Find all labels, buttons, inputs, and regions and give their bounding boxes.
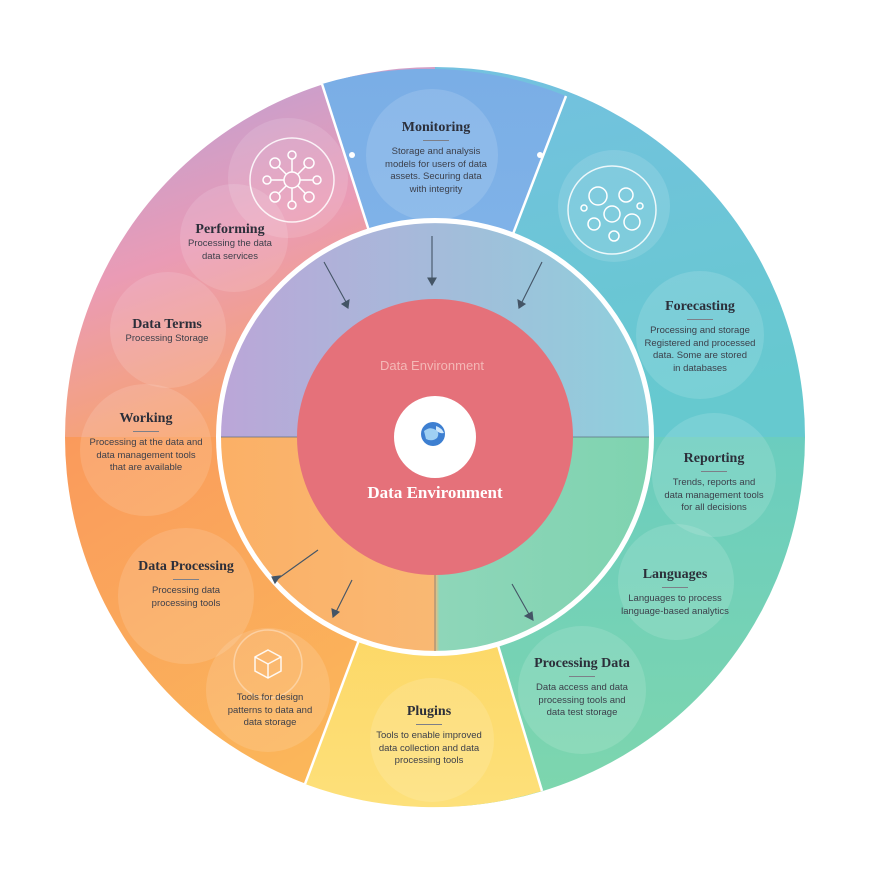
segment-desc-line: models for users of data xyxy=(385,158,487,170)
segment-desc-line: Processing Storage xyxy=(125,333,209,344)
segment-title: Monitoring xyxy=(401,120,471,135)
segment-desc-line: with integrity xyxy=(409,183,463,195)
segment-desc-line: Processing the data xyxy=(188,238,272,249)
connector-arrows xyxy=(271,236,543,621)
segment-desc-line: for all decisions xyxy=(681,502,747,513)
cells-icon xyxy=(567,165,657,255)
segment-lower-right-b-label: Processing Data Data access and data pro… xyxy=(512,655,652,720)
segment-bottom-label: Plugins Tools to enable improved data co… xyxy=(349,703,509,768)
segment-title: Data Terms xyxy=(132,317,202,332)
title-underline xyxy=(662,587,688,588)
segment-left-lower-label: Data Processing Processing data processi… xyxy=(116,558,256,610)
segment-title: Plugins xyxy=(406,704,452,719)
segment-desc-line: Registered and processed xyxy=(644,337,756,349)
segment-title: Reporting xyxy=(683,451,745,466)
segment-desc-line: assets. Securing data xyxy=(390,171,482,182)
decor-dot-left xyxy=(349,152,355,158)
segment-left-upper-label: Data Terms Processing Storage xyxy=(102,316,232,346)
segment-desc-line: that are available xyxy=(109,462,183,473)
segment-desc-line: processing tools xyxy=(151,597,221,609)
decor-dot-right xyxy=(537,152,543,158)
network-icon xyxy=(249,137,335,223)
segment-right-label: Reporting Trends, reports and data manag… xyxy=(644,450,784,515)
segment-desc-line: patterns to data and xyxy=(227,704,313,716)
segment-desc-line: data test storage xyxy=(546,707,618,718)
title-underline xyxy=(416,724,442,725)
segment-desc-line: Tools to enable improved xyxy=(376,730,482,741)
segment-title: Languages xyxy=(642,567,708,582)
segment-desc-line: Processing data xyxy=(151,585,221,596)
segment-lower-right-a-label: Languages Languages to process language-… xyxy=(605,566,745,618)
segment-desc-line: data. Some are stored xyxy=(653,350,747,361)
center-title: Data Environment xyxy=(367,483,503,502)
title-underline xyxy=(133,431,159,432)
segment-desc-line: Languages to process xyxy=(628,593,722,604)
segment-desc-line: processing tools xyxy=(394,755,464,766)
segment-desc-line: Processing and storage xyxy=(650,325,750,336)
segment-desc-line: data storage xyxy=(243,717,297,728)
segment-desc-line: data services xyxy=(202,250,258,262)
segment-title: Performing xyxy=(195,222,265,237)
title-underline xyxy=(423,140,449,141)
segment-desc-line: data management tools xyxy=(664,489,764,501)
segment-desc-line: language-based analytics xyxy=(621,605,729,617)
segment-top-label: Monitoring Storage and analysis models f… xyxy=(361,119,511,196)
segment-desc-line: Tools for design xyxy=(236,692,304,703)
segment-desc-line: Trends, reports and xyxy=(672,477,756,488)
segment-title: Working xyxy=(119,411,173,426)
segment-title: Data Processing xyxy=(138,559,234,574)
segment-lower-left-label: Tools for design patterns to data and da… xyxy=(200,692,340,730)
segment-desc-line: Processing at the data and xyxy=(89,437,203,448)
segment-desc-line: Data access and data xyxy=(536,682,628,693)
segment-upper-left-label: Performing Processing the data data serv… xyxy=(165,221,295,263)
segment-left-label: Working Processing at the data and data … xyxy=(71,410,221,475)
center-subtitle: Data Environment xyxy=(379,358,485,373)
cube-icon xyxy=(233,629,303,699)
segment-title: Processing Data xyxy=(534,656,630,671)
title-underline xyxy=(687,319,713,320)
segment-upper-right-label: Forecasting Processing and storage Regis… xyxy=(625,298,775,375)
globe-icon xyxy=(421,422,445,446)
segment-desc-line: data collection and data xyxy=(378,742,480,754)
segment-title: Forecasting xyxy=(665,299,735,314)
segment-desc-line: processing tools and xyxy=(538,694,626,706)
segment-desc-line: Storage and analysis xyxy=(391,146,481,157)
title-underline xyxy=(173,579,199,580)
segment-desc-line: in databases xyxy=(673,362,727,374)
segment-desc-line: data management tools xyxy=(96,449,196,461)
title-underline xyxy=(701,471,727,472)
title-underline xyxy=(569,676,595,677)
